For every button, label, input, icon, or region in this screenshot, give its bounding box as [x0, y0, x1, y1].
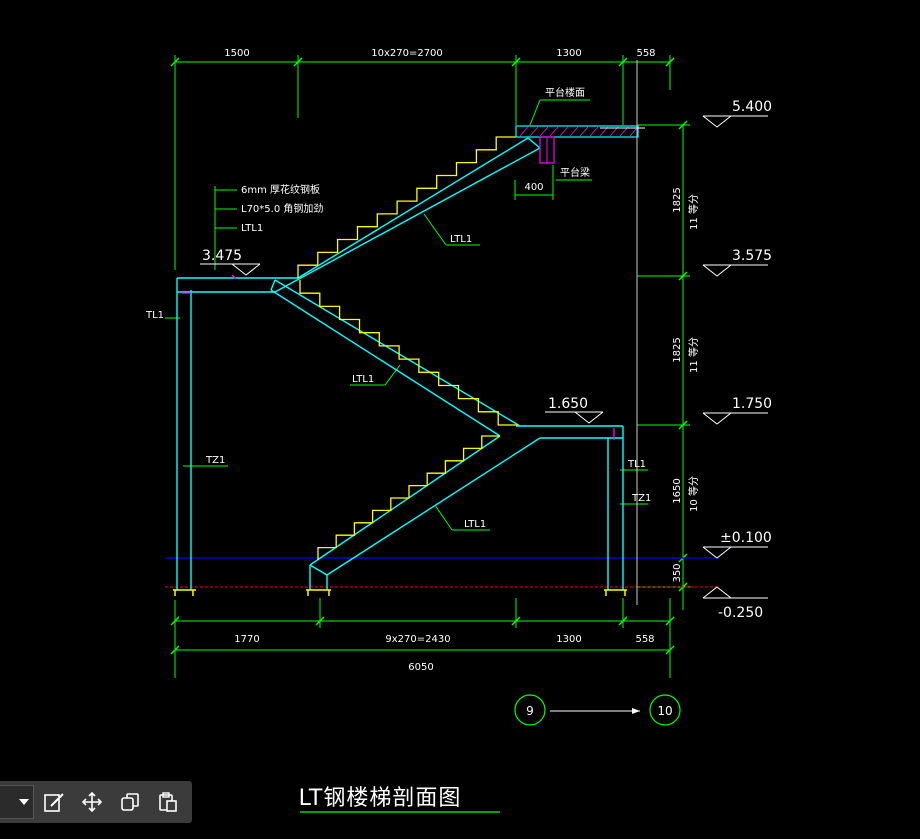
top-dim-4: 558: [636, 48, 655, 59]
right-dim-1-note: 11 等分: [687, 194, 700, 230]
legend-note-3: LTL1: [241, 223, 263, 234]
right-dim-2-note: 11 等分: [687, 337, 700, 373]
legend-note-1: 6mm 厚花纹钢板: [241, 183, 320, 196]
elevation-3475: 3.475: [202, 248, 242, 264]
elevation-5400: 5.400: [732, 99, 772, 115]
axis-bubbles: [514, 694, 681, 726]
dropdown-arrow-icon: [19, 799, 29, 805]
paste-icon: [159, 792, 177, 812]
bottom-dim-2: 9x270=2430: [385, 634, 450, 645]
axis-label-10: 10: [657, 704, 672, 718]
label-ltl1-lower: LTL1: [464, 519, 486, 530]
elevation-0100: ±0.100: [720, 530, 772, 546]
edit-button[interactable]: [36, 784, 72, 820]
right-dim-4: 350: [672, 563, 683, 582]
elevation-m0250: -0.250: [718, 605, 763, 621]
weld-markers: [182, 274, 615, 440]
top-dim-1: 1500: [224, 48, 249, 59]
treads-lower-flight: [317, 435, 500, 560]
dimension-lines: [165, 55, 690, 678]
right-dim-2: 1825: [672, 337, 683, 362]
label-ltl1-upper: LTL1: [450, 234, 472, 245]
copy-icon: [121, 793, 139, 811]
elevation-1750: 1.750: [732, 396, 772, 412]
label-platform-slab: 平台楼面: [545, 86, 585, 99]
right-dim-1: 1825: [672, 187, 683, 212]
right-dim-3: 1650: [672, 478, 683, 503]
axis-label-9: 9: [526, 704, 534, 718]
platform-slab: [515, 125, 639, 164]
bottom-dim-1: 1770: [234, 634, 259, 645]
paste-button[interactable]: [150, 784, 186, 820]
axis-labels: 9 10: [526, 704, 672, 718]
elevation-texts: 5.400 3.575 1.750 ±0.100 -0.250 3.475 1.…: [202, 99, 772, 621]
elevation-markers: [200, 115, 768, 599]
total-dim: 6050: [408, 662, 433, 673]
dimension-texts: 1500 10x270=2700 1300 558 1770 9x270=243…: [224, 48, 655, 673]
top-dim-3: 1300: [556, 48, 581, 59]
right-dimension-texts: 1825 11 等分 1825 11 等分 1650 10 等分 350: [672, 187, 700, 582]
bottom-dim-4: 558: [635, 634, 654, 645]
treads-middle-flight: [299, 280, 518, 426]
drawing-title: LT钢楼梯剖面图: [299, 786, 462, 811]
label-platform-beam: 平台梁: [560, 166, 590, 179]
steel-structure: [176, 137, 624, 590]
move-button[interactable]: [74, 784, 110, 820]
floating-toolbar: [0, 781, 192, 823]
base-plates: [173, 589, 627, 596]
label-tl1-right: TL1: [627, 459, 646, 470]
legend-note-2: L70*5.0 角钢加劲: [241, 202, 323, 215]
elevation-1650: 1.650: [548, 396, 588, 412]
elevation-3575: 3.575: [732, 248, 772, 264]
dimension-ticks: [170, 57, 688, 655]
edit-icon: [44, 793, 64, 812]
stair-treads: [297, 136, 518, 560]
label-tz1-left: TZ1: [205, 455, 225, 466]
treads-upper-flight: [297, 136, 516, 278]
label-beam-width: 400: [524, 182, 543, 193]
label-ltl1-middle: LTL1: [352, 374, 374, 385]
move-icon: [81, 791, 103, 813]
component-labels: 平台楼面 平台梁 400 LTL1 LTL1 LTL1 TL1 TL1 TZ1 …: [145, 86, 651, 530]
top-dim-2: 10x270=2700: [371, 48, 443, 59]
bottom-dim-3: 1300: [556, 634, 581, 645]
dropdown-button[interactable]: [0, 785, 34, 819]
label-tz1-right: TZ1: [631, 493, 651, 504]
legend-notes: 6mm 厚花纹钢板 L70*5.0 角钢加劲 LTL1: [241, 183, 323, 234]
copy-button[interactable]: [112, 784, 148, 820]
label-tl1-left: TL1: [145, 310, 164, 321]
right-dim-3-note: 10 等分: [687, 476, 700, 512]
